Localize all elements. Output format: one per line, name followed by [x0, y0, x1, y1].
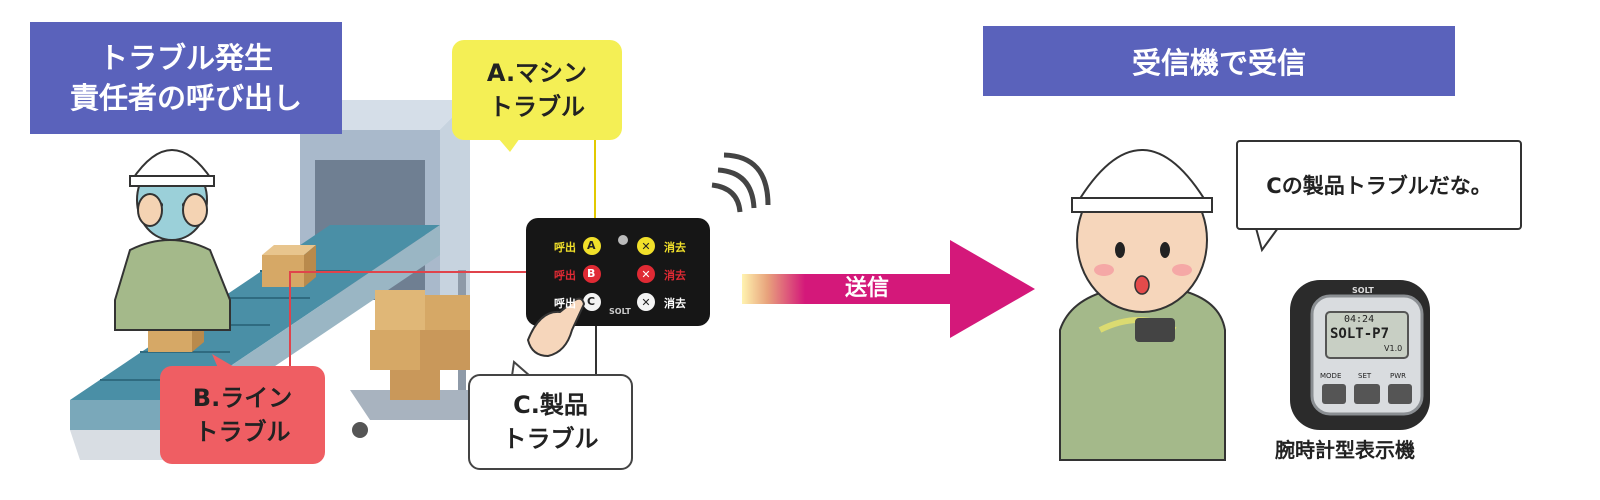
watch-screen-model: SOLT-P7 [1330, 326, 1390, 342]
button-b[interactable] [583, 265, 601, 283]
watch-set-button[interactable] [1354, 384, 1380, 404]
left-title-line2: 責任者の呼び出し [69, 81, 302, 115]
callout-b-tail [212, 354, 236, 368]
speech-tail [1254, 227, 1280, 253]
button-a-label: A [587, 239, 596, 252]
left-title-line1: トラブル発生 [98, 41, 273, 75]
send-label: 送信 [844, 276, 889, 301]
watch-screen-version: V1.0 [1384, 344, 1403, 353]
watch-screen-time: 04:24 [1344, 314, 1375, 325]
watch-pwr-label: PWR [1390, 372, 1407, 380]
button-c-label: C [587, 295, 596, 308]
connector-line-b [289, 271, 576, 366]
send-arrow [742, 240, 1035, 338]
clear-button-b[interactable] [637, 265, 655, 283]
clear-button-c[interactable] [637, 293, 655, 311]
svg-text:✕: ✕ [641, 240, 650, 253]
watch-mode-button[interactable] [1322, 384, 1346, 404]
callout-c-line1: C.製品 [513, 391, 588, 419]
button-c[interactable] [583, 293, 601, 311]
svg-text:✕: ✕ [641, 268, 650, 281]
speech-bubble: Cの製品トラブルだな。 [1236, 140, 1522, 230]
clear-label-b: 消去 [664, 269, 686, 282]
button-b-label: B [587, 267, 596, 280]
watch-set-label: SET [1358, 372, 1372, 380]
callout-a-line2: トラブル [489, 93, 585, 121]
clear-label-a: 消去 [664, 241, 686, 254]
callout-b-line1: B.ライン [192, 384, 293, 412]
right-title-box: 受信機で受信 [983, 26, 1455, 96]
callout-product-trouble: C.製品 トラブル [468, 374, 633, 470]
watch-caption: 腕時計型表示機 [1275, 438, 1415, 462]
clear-button-a[interactable] [637, 237, 655, 255]
watch-brand: SOLT [1352, 286, 1374, 295]
worker-worried [114, 149, 231, 331]
signal-wave-icon [711, 152, 771, 213]
callout-a-tail [498, 138, 520, 152]
call-label-b: 呼出 [554, 269, 576, 282]
svg-text:✕: ✕ [641, 296, 650, 309]
button-a[interactable] [583, 237, 601, 255]
callout-line-trouble: B.ライン トラブル [160, 366, 325, 464]
wristwatch-device [1290, 280, 1430, 430]
watch-mode-label: MODE [1320, 372, 1342, 380]
callout-c-line2: トラブル [502, 425, 599, 453]
clear-label-c: 消去 [664, 297, 686, 310]
transmitter-device: ✕ ✕ ✕ [526, 218, 710, 326]
callout-a-line1: A.マシン [486, 59, 588, 87]
callout-b-line2: トラブル [194, 418, 291, 446]
call-label-a: 呼出 [554, 241, 576, 254]
callout-machine-trouble: A.マシン トラブル [452, 40, 622, 140]
pointing-hand-icon [526, 297, 586, 358]
left-title-box: トラブル発生 責任者の呼び出し [30, 22, 342, 134]
watch-pwr-button[interactable] [1388, 384, 1412, 404]
call-label-c: 呼出 [554, 297, 576, 310]
worker-checking-watch [1059, 149, 1226, 461]
transmitter-brand: SOLT [609, 307, 631, 316]
